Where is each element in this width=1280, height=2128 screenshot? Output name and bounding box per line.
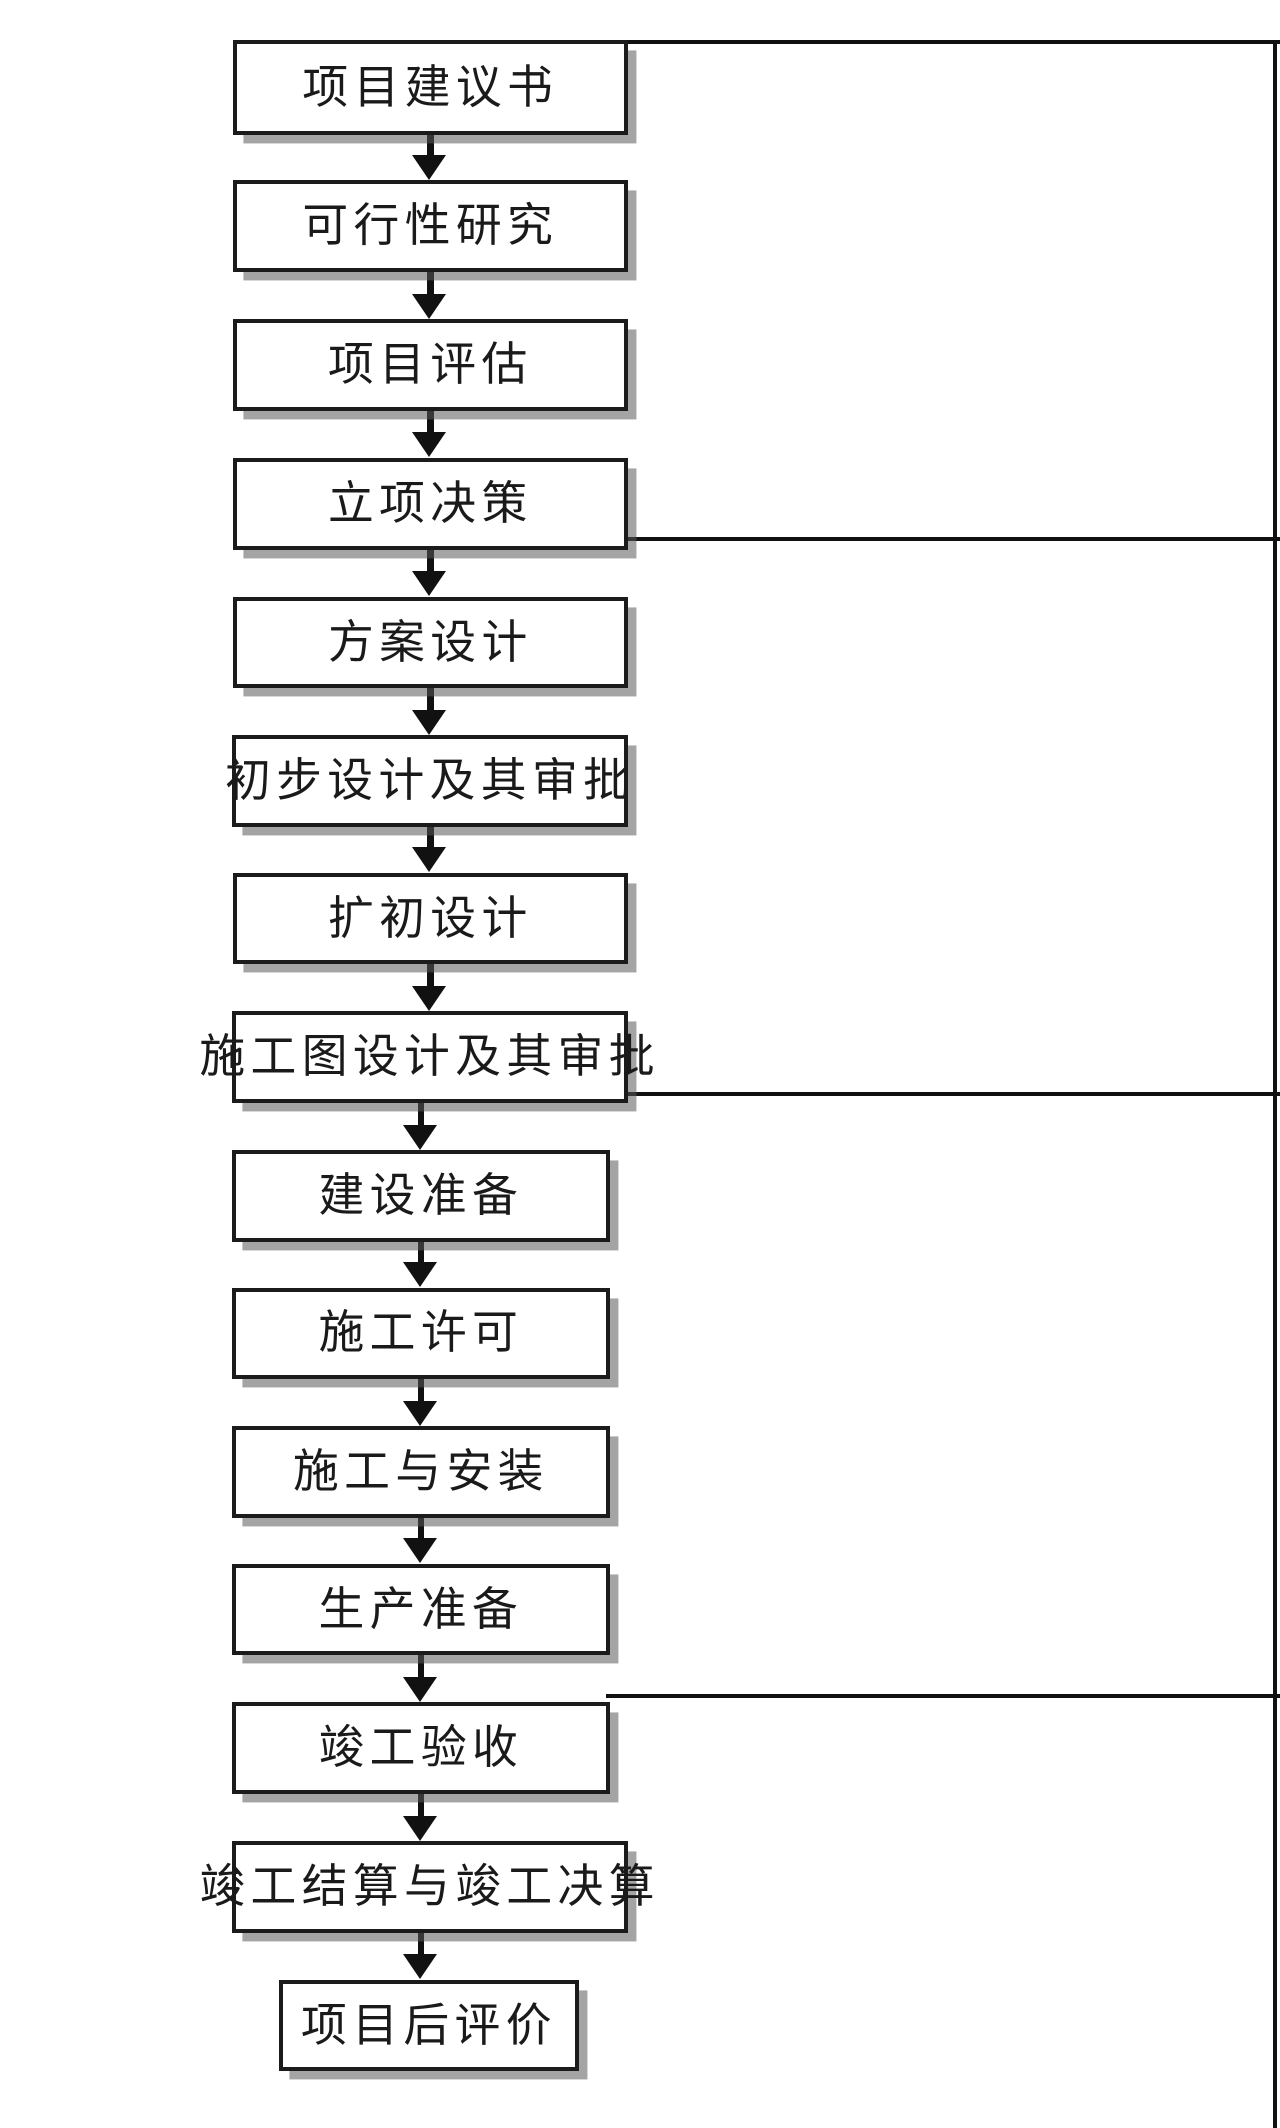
connector-s6-s7 [426, 826, 434, 848]
arrow-head-s7-s8 [412, 985, 447, 1011]
step-box-completion-acceptance[interactable]: 竣工验收 [231, 1702, 611, 1794]
step-label: 扩初设计 [327, 892, 533, 944]
phase-label-investment-decision: 投资决策阶段 [1273, 40, 1280, 537]
step-label: 施工与安装 [292, 1446, 549, 1498]
connector-s8-s9 [417, 1103, 425, 1125]
connector-s7-s8 [426, 964, 434, 986]
connector-s3-s4 [426, 410, 434, 434]
step-label: 立项决策 [327, 477, 533, 529]
step-label: 初步设计及其审批 [224, 755, 635, 807]
step-box-final-settlement-and-accounts[interactable]: 竣工结算与竣工决算 [199, 1841, 655, 1933]
step-box-preliminary-design-approval[interactable]: 初步设计及其审批 [225, 735, 629, 827]
frame-top-border [627, 40, 1280, 45]
step-label: 项目评估 [327, 339, 533, 391]
arrow-head-s9-s10 [402, 1261, 437, 1287]
arrow-head-s4-s5 [412, 571, 447, 597]
arrow-head-s8-s9 [402, 1124, 437, 1150]
step-box-construction-and-installation[interactable]: 施工与安装 [231, 1426, 611, 1518]
phase-label-procurement-construction: 采购与施工阶段 [1273, 1092, 1280, 1694]
arrow-head-s1-s2 [412, 154, 447, 180]
step-label: 建设准备 [318, 1170, 524, 1222]
step-label: 方案设计 [327, 616, 533, 668]
phase-divider-1-2 [627, 537, 1280, 542]
arrow-head-s10-s11 [402, 1400, 437, 1426]
step-box-construction-preparation[interactable]: 建设准备 [231, 1150, 611, 1242]
phase-label-engineering-design: 工程设计阶段 [1273, 537, 1280, 1092]
arrow-head-s13-s14 [402, 1815, 437, 1841]
step-box-construction-drawing-design-approval[interactable]: 施工图设计及其审批 [199, 1011, 655, 1104]
step-box-post-project-evaluation[interactable]: 项目后评价 [278, 1979, 580, 2072]
step-box-production-preparation[interactable]: 生产准备 [231, 1563, 611, 1656]
connector-s11-s12 [417, 1517, 425, 1539]
phase-divider-2-3 [627, 1092, 1280, 1097]
step-box-project-proposal[interactable]: 项目建议书 [233, 40, 628, 135]
arrow-head-s11-s12 [402, 1538, 437, 1564]
phase-label-delivery-use: 交付使用阶段 [1273, 1694, 1280, 2128]
phase-divider-3-4 [606, 1694, 1280, 1699]
arrow-head-s6-s7 [412, 847, 447, 873]
step-box-extended-preliminary-design[interactable]: 扩初设计 [233, 872, 628, 965]
connector-s12-s13 [417, 1655, 425, 1677]
connector-s14-s15 [417, 1932, 425, 1955]
connector-s10-s11 [417, 1379, 425, 1401]
step-label: 项目后评价 [301, 1999, 557, 2051]
step-box-project-approval-decision[interactable]: 立项决策 [233, 457, 628, 550]
connector-s9-s10 [417, 1241, 425, 1262]
connector-s5-s6 [426, 688, 434, 710]
step-box-project-appraisal[interactable]: 项目评估 [233, 319, 628, 411]
arrow-head-s5-s6 [412, 709, 447, 735]
step-label: 生产准备 [318, 1583, 524, 1635]
arrow-head-s2-s3 [412, 293, 447, 319]
step-label: 施工图设计及其审批 [199, 1031, 660, 1083]
step-label: 项目建议书 [302, 61, 559, 113]
step-label: 施工许可 [318, 1307, 524, 1359]
step-box-scheme-design[interactable]: 方案设计 [233, 596, 628, 689]
frame-inner-vertical-rule [1272, 40, 1277, 2128]
step-box-construction-permit[interactable]: 施工许可 [231, 1287, 611, 1380]
arrow-head-s3-s4 [412, 432, 447, 458]
connector-s2-s3 [426, 272, 434, 295]
connector-s1-s2 [426, 134, 434, 158]
arrow-head-s12-s13 [402, 1676, 437, 1702]
arrow-head-s14-s15 [402, 1954, 437, 1980]
step-label: 竣工验收 [318, 1722, 524, 1774]
connector-s13-s14 [417, 1793, 425, 1816]
step-box-feasibility-study[interactable]: 可行性研究 [233, 180, 628, 273]
step-label: 竣工结算与竣工决算 [199, 1861, 660, 1912]
step-label: 可行性研究 [302, 200, 559, 252]
connector-s4-s5 [426, 549, 434, 573]
